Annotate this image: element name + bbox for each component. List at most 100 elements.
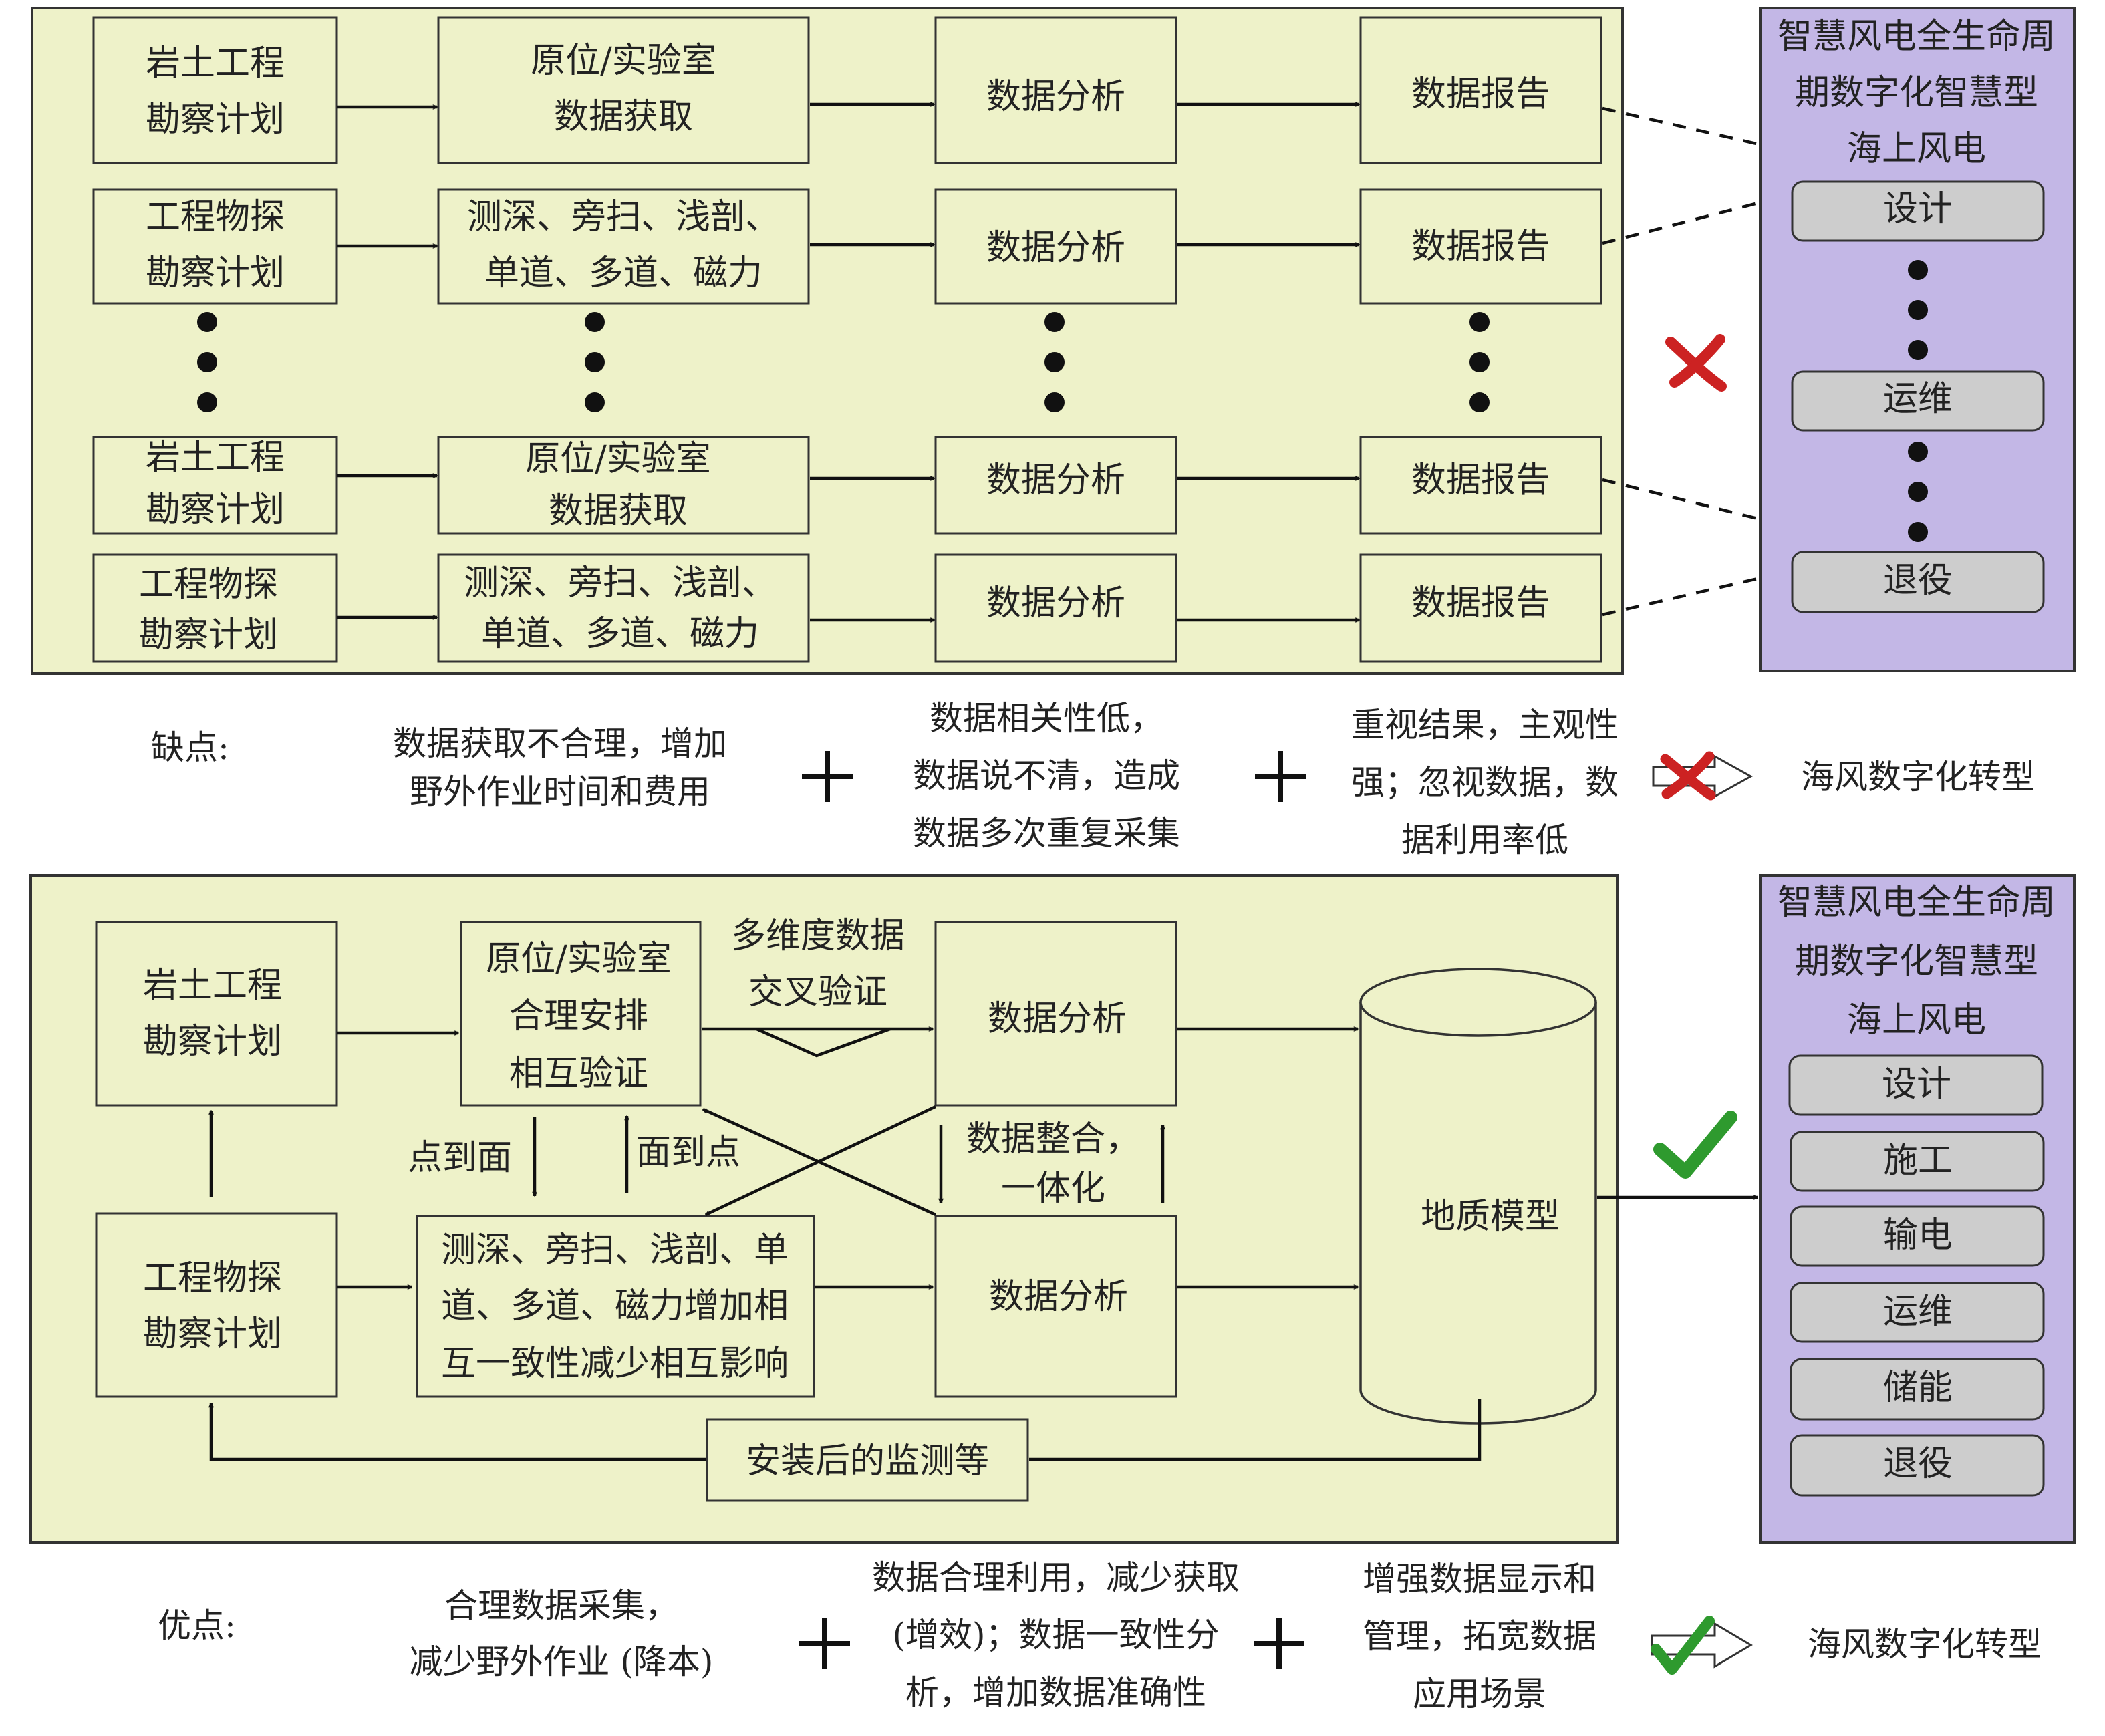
area-to-point-label: 面到点 [636, 1133, 740, 1173]
box-label: 勘察计划 [146, 490, 285, 530]
stage-label: 设计 [1882, 1064, 1951, 1105]
box-label: 道、多道、磁力增加相 [441, 1286, 789, 1326]
top-row-3: 岩土工程 勘察计划 原位/实验室 数据获取 数据分析 数据报告 [92, 436, 1602, 535]
lab-acquisition-box [437, 16, 810, 164]
top-lifecycle-panel: 智慧风电全生命周 期数字化智慧型 海上风电 设计 运维 退役 [1759, 7, 2076, 672]
box-label: 合理安排 [509, 996, 648, 1036]
geological-model-cylinder: 地质模型 [1359, 968, 1597, 1425]
stage-design [1788, 1054, 2044, 1116]
top-row-4: 工程物探 勘察计划 测深、旁扫、浅剖、 单道、多道、磁力 数据分析 数据报告 [92, 553, 1602, 663]
data-analysis-box [934, 1215, 1177, 1398]
pros-text: 合理数据采集， [444, 1586, 678, 1625]
box-label: 原位/实验室 [531, 41, 716, 81]
stage-label: 施工 [1883, 1141, 1953, 1181]
box-label: 测深、旁扫、浅剖、 [467, 197, 780, 237]
box-label: 数据报告 [1411, 74, 1550, 114]
box-label: 安装后的监测等 [746, 1441, 989, 1481]
box-label: 勘察计划 [139, 615, 278, 656]
stage-decommission [1790, 1434, 2045, 1497]
pros-text: 减少野外作业 (降本) [410, 1642, 714, 1681]
pros-summary: 优点: 合理数据采集， 减少野外作业 (降本) 数据合理利用，减少获取 (增效)… [158, 1558, 2042, 1713]
survey-consistency-box [416, 1215, 815, 1398]
box-label: 数据报告 [1411, 227, 1550, 267]
cons-text: 野外作业时间和费用 [410, 772, 710, 811]
stage-label: 储能 [1883, 1368, 1953, 1408]
stage-design [1791, 180, 2045, 242]
stage-storage [1790, 1358, 2045, 1421]
box-label: 勘察计划 [146, 253, 285, 293]
stage-transmission [1790, 1205, 2045, 1267]
box-label: 岩土工程 [146, 43, 285, 84]
side-title-line: 海上风电 [1847, 1000, 1986, 1040]
check-icon [1651, 1616, 1715, 1675]
top-row-1: 岩土工程 勘察计划 原位/实验室 数据获取 数据分析 数据报告 [92, 16, 1602, 164]
pros-label: 优点: [158, 1606, 236, 1645]
stage-operation [1791, 370, 2045, 432]
stage-label: 运维 [1883, 1292, 1953, 1332]
top-row-2: 工程物探 勘察计划 测深、旁扫、浅剖、 单道、多道、磁力 数据分析 数据报告 [92, 188, 1602, 305]
stage-construction [1790, 1131, 2045, 1192]
hollow-arrow-icon [1652, 754, 1753, 799]
box-label: 工程物探 [143, 1258, 282, 1298]
cross-icon [1660, 751, 1716, 801]
box-label: 工程物探 [139, 565, 278, 605]
box-label: 原位/实验室 [486, 939, 672, 979]
geophysics-plan-box [95, 1212, 338, 1398]
plus-icon [802, 751, 853, 802]
multi-dim-label: 多维度数据 [731, 916, 905, 956]
stage-label: 运维 [1883, 379, 1953, 419]
cons-text: 重视结果，主观性 [1351, 706, 1619, 744]
stage-label: 输电 [1883, 1215, 1953, 1256]
geophysics-plan-box [92, 188, 338, 305]
pros-text: 数据合理利用，减少获取 [872, 1558, 1240, 1597]
box-label: 数据获取 [549, 491, 688, 531]
survey-methods-box [437, 553, 810, 663]
side-title-line: 智慧风电全生命周 [1778, 17, 2056, 57]
lab-crossval-box [460, 921, 702, 1107]
box-label: 数据分析 [986, 77, 1125, 117]
box-label: 数据报告 [1411, 460, 1550, 500]
cons-text: 数据相关性低， [930, 699, 1163, 738]
cons-text: 据利用率低 [1401, 821, 1568, 859]
cross-icon [1665, 334, 1727, 392]
box-label: 数据分析 [988, 999, 1127, 1039]
box-label: 测深、旁扫、浅剖、 [464, 563, 777, 603]
box-label: 工程物探 [146, 197, 285, 237]
multi-dim-label: 交叉验证 [748, 972, 887, 1012]
box-label: 数据分析 [989, 1277, 1128, 1317]
geophysics-plan-box [92, 553, 338, 663]
bottom-lifecycle-panel: 智慧风电全生命周 期数字化智慧型 海上风电 设计 施工 输电 运维 储能 退役 [1759, 874, 2076, 1544]
stage-label: 设计 [1883, 189, 1953, 229]
box-label: 原位/实验室 [525, 439, 711, 479]
box-label: 勘察计划 [146, 100, 285, 140]
lab-acquisition-box [437, 436, 810, 535]
cons-summary: 缺点: 数据获取不合理，增加 野外作业时间和费用 数据相关性低， 数据说不清，造… [151, 699, 2035, 859]
point-to-area-label: 点到面 [408, 1138, 512, 1178]
pros-text: 析，增加数据准确性 [905, 1673, 1206, 1712]
box-label: 互一致性减少相互影响 [441, 1344, 789, 1384]
side-title-line: 期数字化智慧型 [1795, 73, 2038, 113]
survey-methods-box [437, 188, 810, 305]
side-title-line: 海上风电 [1847, 129, 1986, 169]
integrate-label: 数据整合， [966, 1119, 1140, 1159]
box-label: 数据分析 [986, 228, 1125, 268]
integrate-label: 一体化 [1001, 1169, 1105, 1209]
stage-label: 退役 [1883, 561, 1953, 601]
geotech-plan-box [92, 436, 338, 535]
top-dashed-links [1602, 106, 1775, 617]
box-label: 岩土工程 [146, 438, 285, 478]
box-label: 单道、多道、磁力 [484, 253, 762, 293]
data-analysis-box [934, 436, 1177, 535]
plus-icon [1254, 1618, 1304, 1669]
data-analysis-box [934, 16, 1177, 164]
pros-text: 应用场景 [1413, 1675, 1546, 1713]
box-label: 单道、多道、磁力 [481, 614, 759, 654]
pros-text: 增强数据显示和 [1363, 1560, 1596, 1598]
data-report-box [1359, 188, 1602, 305]
side-title-line: 期数字化智慧型 [1795, 942, 2038, 982]
side-title-line: 智慧风电全生命周 [1778, 883, 2056, 923]
data-report-box [1359, 16, 1602, 164]
box-label: 数据报告 [1411, 583, 1550, 623]
box-label: 岩土工程 [143, 966, 282, 1006]
stage-operation [1790, 1282, 2045, 1343]
